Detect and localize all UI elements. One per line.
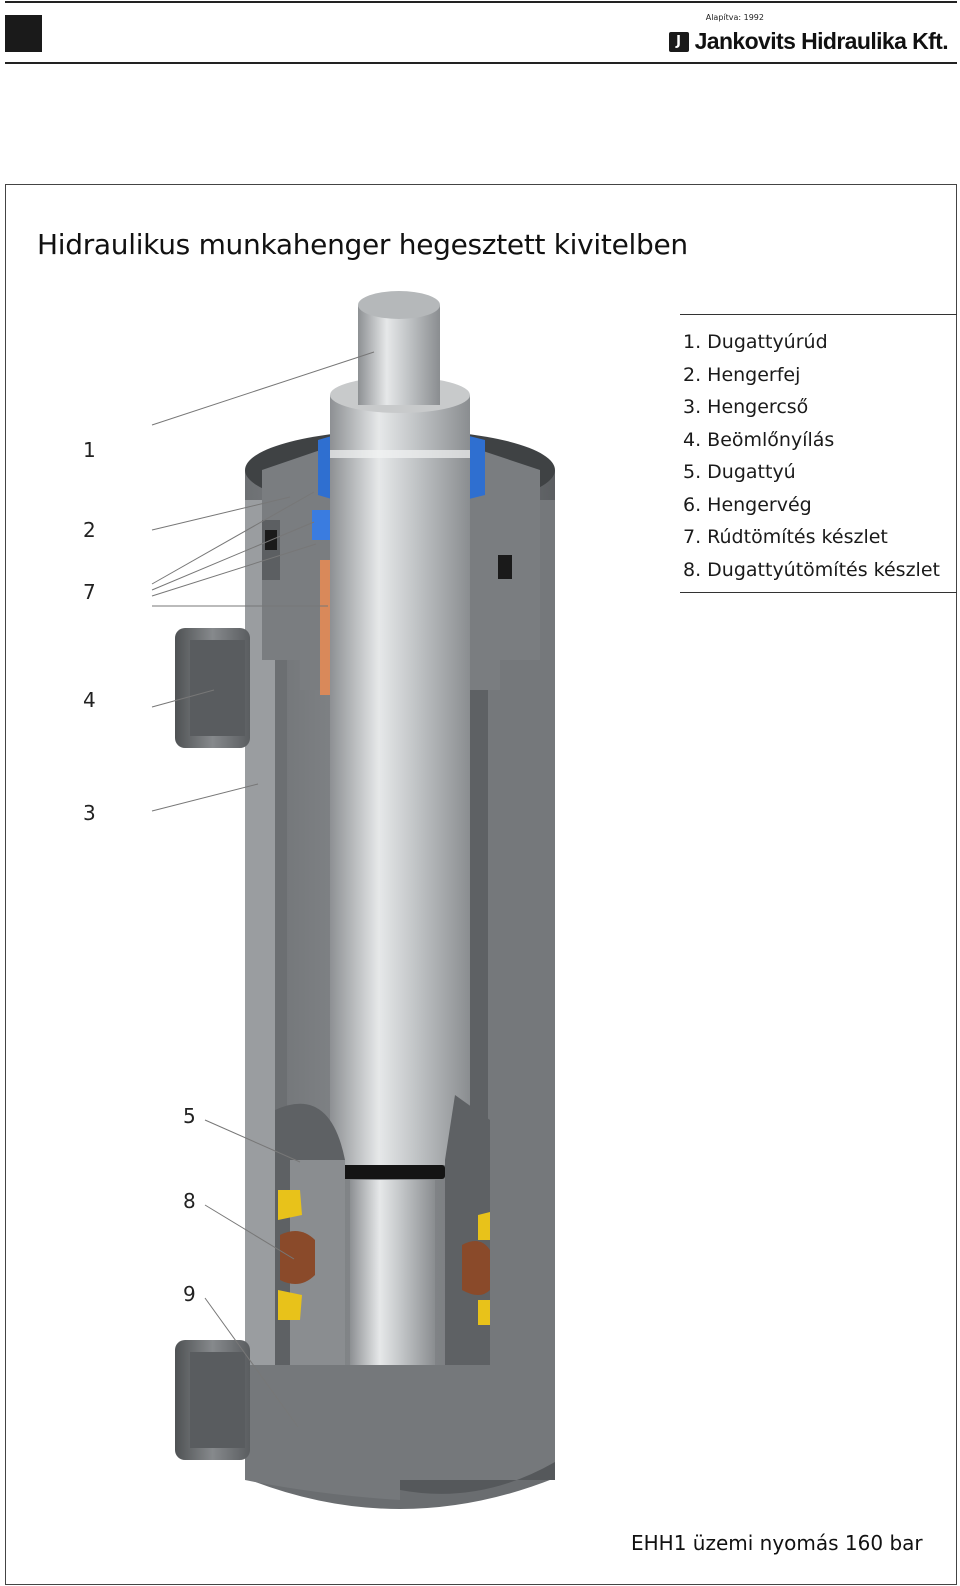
- company-logo: J Jankovits Hidraulika Kft.: [668, 28, 949, 55]
- content-frame: [5, 184, 957, 1585]
- guide-bushing-left: [320, 560, 332, 695]
- legend-item: 2. Hengerfej: [683, 363, 801, 386]
- legend-item: 6. Hengervég: [683, 493, 812, 516]
- page-title: Hidraulikus munkahenger hegesztett kivit…: [37, 228, 688, 261]
- piston-seal-set: [278, 1190, 490, 1325]
- callout-1: 1: [83, 438, 96, 462]
- legend-item: 4. Beömlőnyílás: [683, 428, 835, 451]
- header-bottom-rule: [5, 62, 957, 64]
- legend-item: 5. Dugattyú: [683, 461, 796, 483]
- callout-leader-lines: [151, 351, 375, 1428]
- legend-item: 8. Dugattyútömítés készlet: [683, 558, 940, 581]
- callout-2: 2: [83, 518, 96, 542]
- logo-mark-icon: J: [668, 31, 689, 52]
- callout-7: 7: [83, 580, 96, 604]
- legend-bottom-rule: [680, 592, 957, 593]
- inlet-port-lower: [175, 1340, 250, 1460]
- legend-top-rule: [680, 314, 957, 315]
- callout-5: 5: [183, 1104, 196, 1128]
- callout-9: 9: [183, 1282, 196, 1306]
- legend-item: 7. Rúdtömítés készlet: [683, 526, 888, 548]
- header-square-mark: [5, 15, 42, 52]
- header-founded-text: Alapítva: 1992: [705, 13, 764, 22]
- header-top-rule: [5, 1, 957, 3]
- legend-item: 3. Hengercső: [683, 396, 809, 418]
- callout-3: 3: [83, 801, 96, 825]
- company-name: Jankovits Hidraulika Kft.: [694, 28, 949, 54]
- cylinder-end-cap: [245, 1365, 555, 1500]
- piston-rod: [330, 291, 470, 1370]
- callout-8: 8: [183, 1189, 196, 1213]
- pressure-caption: EHH1 üzemi nyomás 160 bar: [631, 1531, 923, 1555]
- cylinder-head: [262, 445, 540, 690]
- inlet-port-upper: [175, 628, 250, 748]
- callout-4: 4: [83, 688, 96, 712]
- legend-item: 1. Dugattyúrúd: [683, 331, 828, 353]
- parts-legend: 1. Dugattyúrúd 2. Hengerfej 3. Hengercső…: [683, 326, 940, 586]
